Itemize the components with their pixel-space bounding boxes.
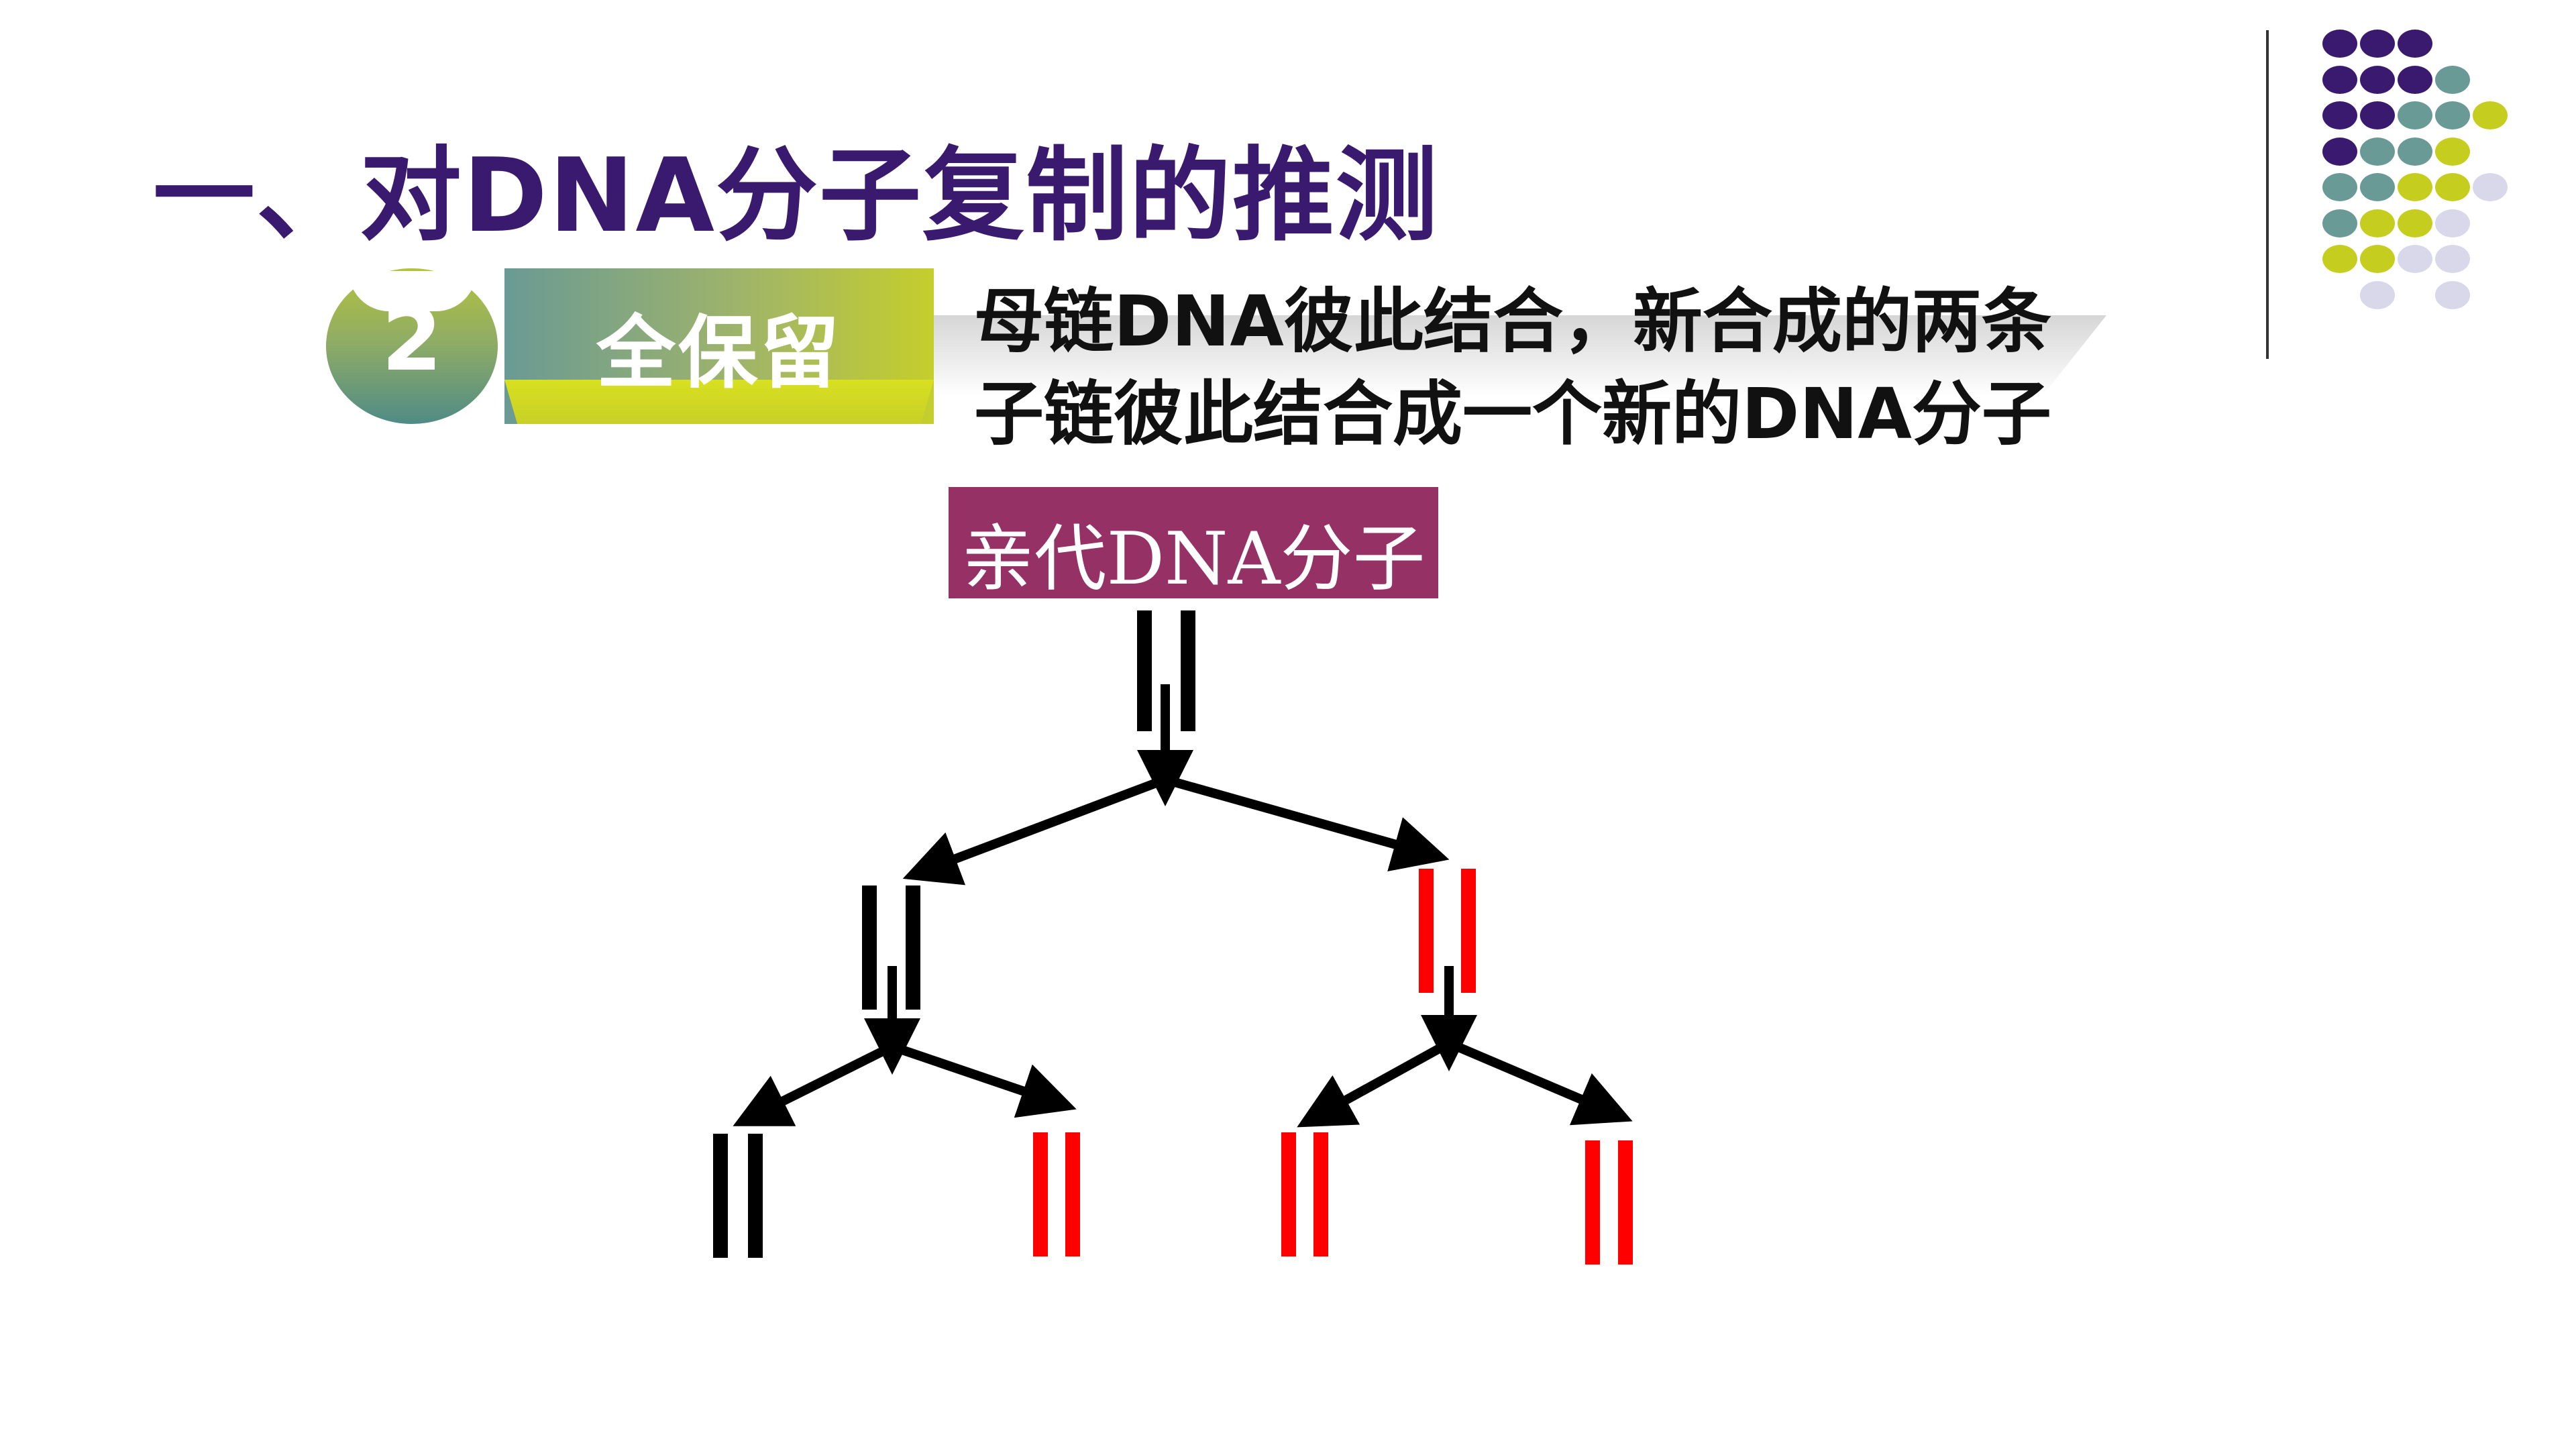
gen1-old-branch-left-arrow bbox=[733, 1042, 895, 1126]
gen0-strand-left bbox=[1137, 610, 1152, 731]
gen1-old-branch-right-arrow bbox=[890, 1042, 1077, 1118]
gen2-dna-1-strand-left bbox=[713, 1134, 728, 1258]
hypothesis-label: 全保留 bbox=[596, 307, 842, 399]
gen1-new-branch-right-arrow bbox=[1447, 1038, 1633, 1126]
step-number: 2 bbox=[381, 288, 443, 390]
hypothesis-description: 母链DNA彼此结合，新合成的两条 子链彼此结合成一个新的DNA分子 bbox=[974, 275, 2182, 460]
gen1-old-strand-left bbox=[862, 885, 877, 1010]
description-line-1: 母链DNA彼此结合，新合成的两条 bbox=[974, 280, 2051, 362]
gen2-dna-2 bbox=[1033, 1132, 1080, 1256]
gen2-dna-1-strand-right bbox=[748, 1134, 763, 1258]
gen2-dna-1 bbox=[713, 1134, 763, 1258]
gen1-new-strand-left bbox=[1419, 869, 1434, 993]
gen2-dna-4-strand-left bbox=[1585, 1140, 1600, 1265]
gen2-dna-3-strand-left bbox=[1281, 1132, 1296, 1256]
gen1-new-strand-right bbox=[1461, 869, 1476, 993]
description-line-2: 子链彼此结合成一个新的DNA分子 bbox=[974, 373, 2051, 455]
gen0-branch-left-arrow bbox=[902, 775, 1167, 885]
gen2-dna-3-strand-right bbox=[1313, 1132, 1328, 1256]
gen1-dna-old bbox=[862, 885, 920, 1010]
gen2-dna-4 bbox=[1585, 1140, 1633, 1265]
gen1-dna-new bbox=[1419, 869, 1476, 993]
step-badge-cap bbox=[349, 271, 476, 311]
gen1-new-branch-left-arrow bbox=[1297, 1038, 1452, 1128]
hypothesis-label-bar-bottom bbox=[504, 380, 934, 424]
gen0-branch-right-arrow bbox=[1164, 775, 1450, 872]
parent-label: 亲代DNA分子 bbox=[961, 517, 1426, 601]
divider-line bbox=[2266, 30, 2269, 359]
gen2-dna-2-strand-left bbox=[1033, 1132, 1048, 1256]
slide-title: 一、对DNA分子复制的推测 bbox=[153, 136, 1440, 255]
gen1-old-strand-right bbox=[906, 885, 920, 1010]
parent-label-box bbox=[949, 487, 1438, 598]
gen2-dna-4-strand-right bbox=[1618, 1140, 1633, 1265]
gen2-dna-2-strand-right bbox=[1065, 1132, 1080, 1256]
gen0-strand-right bbox=[1181, 610, 1195, 731]
gen0-parent-dna bbox=[1137, 610, 1195, 731]
gen2-dna-3 bbox=[1281, 1132, 1328, 1256]
